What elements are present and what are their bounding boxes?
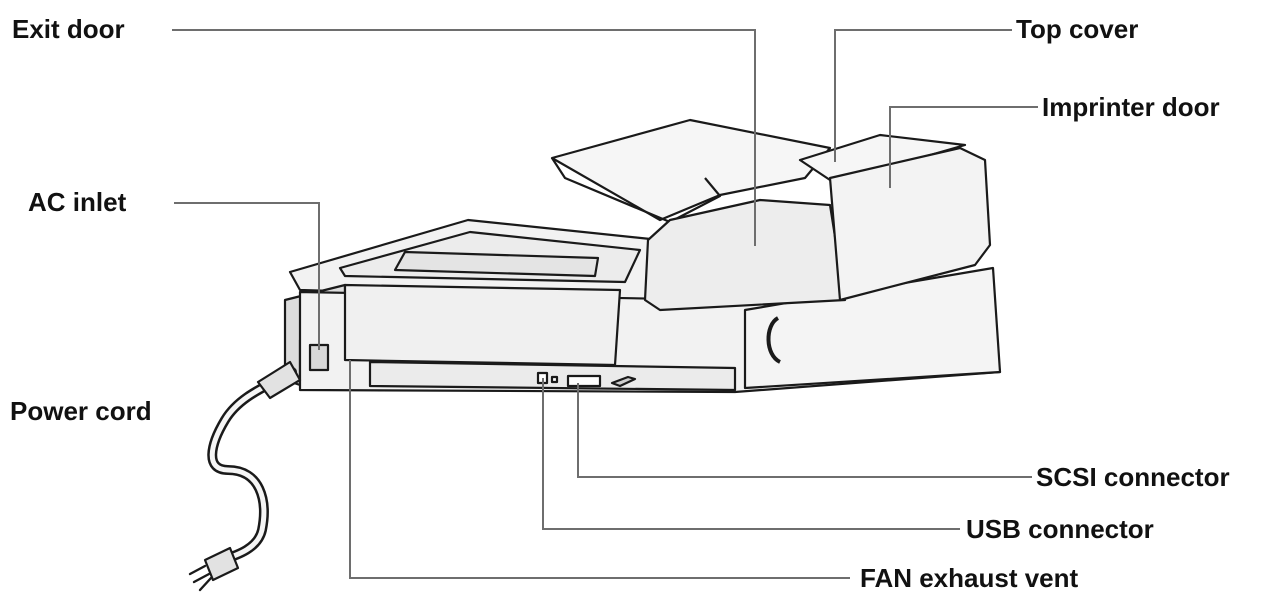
leader-imprinter-door — [889, 106, 1038, 188]
label-fan-exhaust-vent: FAN exhaust vent — [860, 563, 1079, 593]
label-imprinter-door: Imprinter door — [1042, 92, 1220, 122]
power-cord-cable — [207, 367, 297, 565]
leader-ac-inlet — [174, 202, 320, 350]
label-scsi-connector: SCSI connector — [1036, 462, 1230, 492]
scsi-port-shape — [566, 374, 602, 388]
label-top-cover: Top cover — [1016, 14, 1139, 44]
rear-recess — [343, 283, 622, 367]
label-power-cord: Power cord — [10, 396, 152, 426]
power-cord-plug — [203, 546, 240, 582]
leader-fan-exhaust-vent — [349, 360, 850, 579]
leader-exit-door — [172, 29, 756, 246]
adf-right-body — [828, 146, 992, 302]
leader-scsi-connector — [577, 383, 1032, 478]
dip-switch-shape — [610, 375, 637, 388]
label-ac-inlet: AC inlet — [28, 187, 127, 217]
leader-top-cover — [834, 29, 1012, 162]
exit-tray — [550, 118, 832, 222]
cable-hook — [766, 316, 782, 364]
small-port-shape — [550, 375, 559, 384]
lid-handle — [393, 250, 600, 278]
label-usb-connector: USB connector — [966, 514, 1154, 544]
leader-usb-connector — [542, 378, 960, 530]
adf-rear-housing — [643, 198, 847, 312]
plug-prongs — [188, 564, 213, 592]
power-cord-plug-inlet — [256, 360, 302, 400]
label-exit-door: Exit door — [12, 14, 125, 44]
